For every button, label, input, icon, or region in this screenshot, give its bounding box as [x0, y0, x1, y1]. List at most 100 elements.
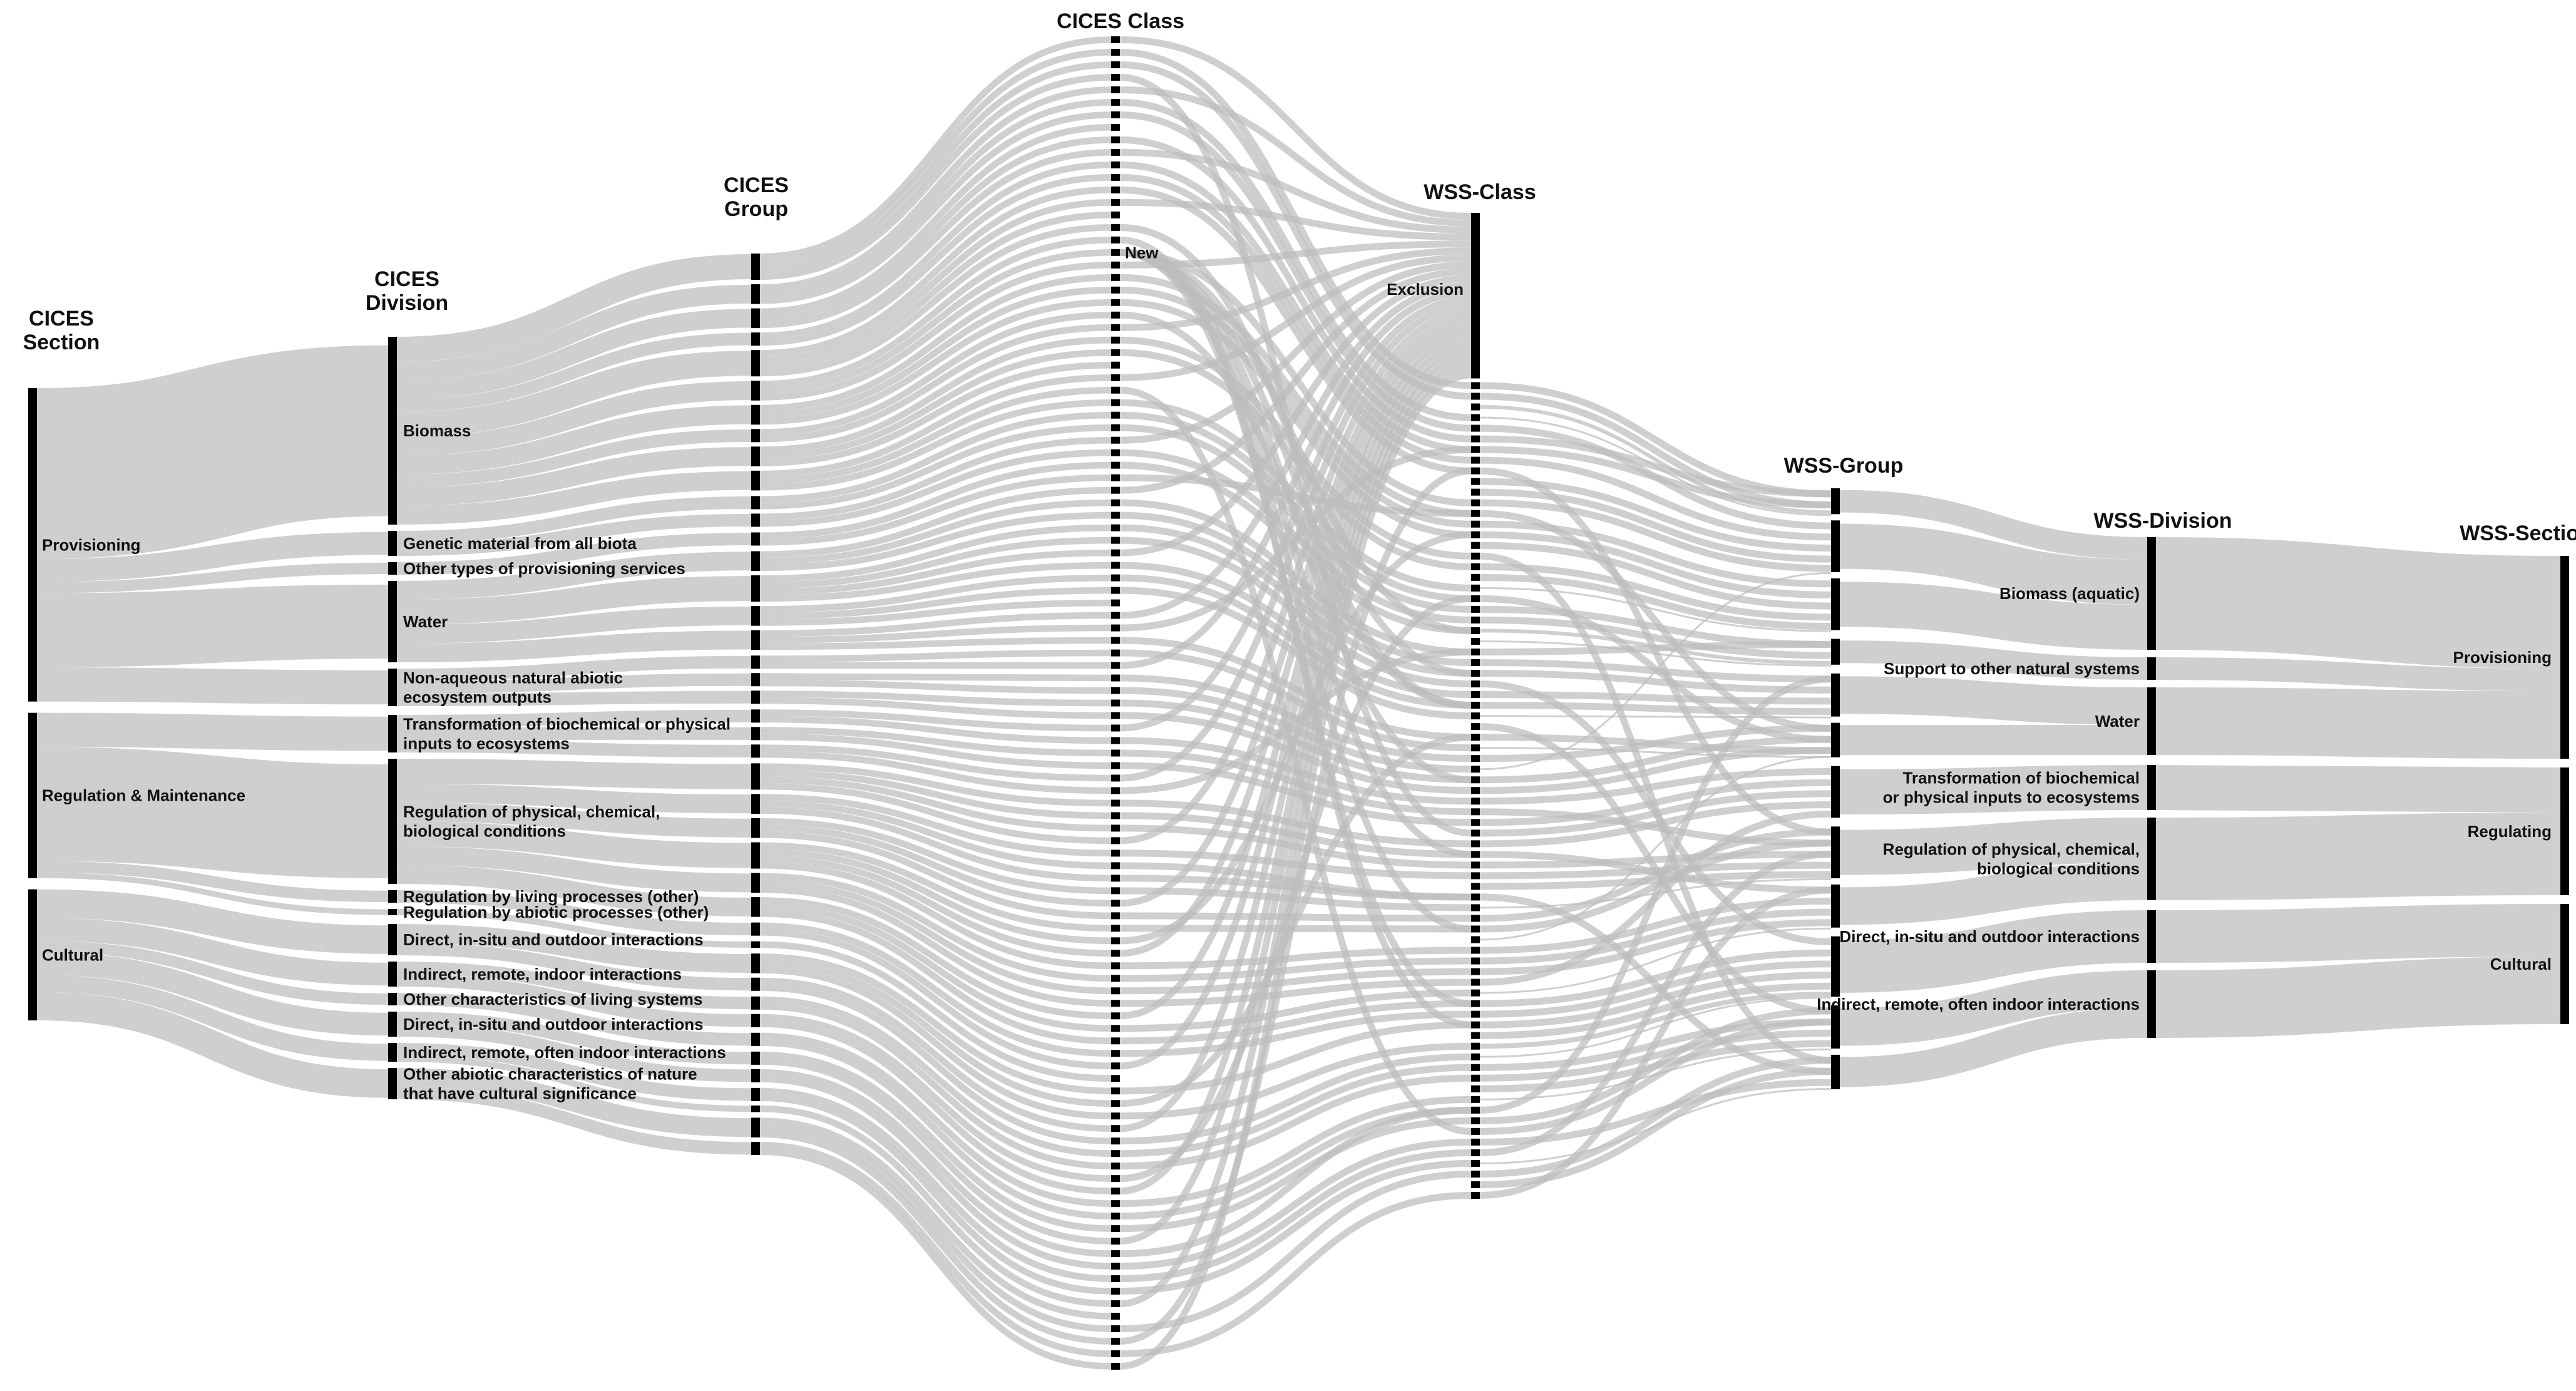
flow-link — [396, 1043, 752, 1101]
flow-link — [759, 649, 1112, 662]
flow-link — [1479, 756, 1832, 941]
node-cices-class — [1111, 1062, 1120, 1070]
flow-link — [759, 824, 1112, 907]
node-wss-class — [1471, 776, 1480, 784]
flow-link — [36, 861, 389, 903]
flow-link — [1119, 1191, 1472, 1358]
node-cices-group — [751, 381, 760, 401]
flow-link — [396, 821, 752, 868]
label-cices-section-cultural-line: Cultural — [42, 945, 103, 964]
node-cices-class — [1111, 336, 1120, 344]
column-title-wss-group: WSS-Group — [1784, 454, 1904, 478]
flow-link — [759, 807, 1112, 882]
flow-link — [1479, 850, 1832, 869]
label-wss-division-direct-in-situ-and-outdoor-interactions: Direct, in-situ and outdoor interactions — [1839, 927, 2140, 946]
flow-link — [1479, 488, 1832, 563]
node-cices-group — [751, 284, 760, 304]
node-cices-group — [751, 496, 760, 510]
label-cices-division-indirect-remote-indoor-interactions: Indirect, remote, indoor interactions — [403, 965, 682, 983]
label-cices-division-water-line: Water — [403, 612, 448, 631]
flow-link — [759, 536, 1112, 589]
node-wss-class — [1471, 563, 1480, 570]
node-cices-division-other-characteristics-of-living-systems — [388, 993, 397, 1005]
node-wss-class — [1471, 584, 1480, 592]
node-cices-class — [1111, 950, 1120, 957]
node-cices-class — [1111, 399, 1120, 406]
flow-link — [1119, 812, 1472, 858]
flow-link — [36, 992, 389, 1098]
label-cices-division-biomass: Biomass — [403, 421, 471, 440]
flow-link — [1479, 768, 1832, 805]
flow-link — [1839, 970, 2148, 1046]
label-wss-division-support-to-other-natural-systems-line: Support to other natural systems — [1884, 659, 2140, 678]
label-cices-division-other-abiotic-characteristics-of-nature-that-have-cultural-significance-line: that have cultural significance — [403, 1084, 637, 1103]
flow-link — [1119, 849, 1472, 880]
flow-link — [36, 889, 389, 954]
flow-link — [1119, 637, 1472, 741]
node-cices-class — [1111, 837, 1120, 844]
flow-link — [1119, 1053, 1472, 1145]
flow-link — [1479, 992, 1832, 1049]
flow-link — [396, 381, 752, 456]
node-cices-class — [1111, 862, 1120, 870]
label-wss-division-direct-in-situ-and-outdoor-interactions-line: Direct, in-situ and outdoor interactions — [1839, 927, 2140, 946]
flow-link — [1119, 98, 1472, 421]
node-cices-group — [751, 977, 760, 991]
node-cices-class — [1111, 1137, 1120, 1145]
flow-link — [1119, 712, 1472, 794]
flow-link — [1119, 749, 1472, 816]
flow-link — [1479, 499, 1832, 572]
label-wss-class-exclusion-line: Exclusion — [1387, 280, 1464, 299]
flow-link — [1479, 670, 1832, 694]
node-cices-group — [751, 897, 760, 917]
node-cices-class — [1111, 1200, 1120, 1208]
flow-link — [36, 975, 389, 1061]
flow-link — [759, 1058, 1112, 1245]
node-cices-class — [1111, 824, 1120, 832]
flow-link — [759, 486, 1112, 558]
label-cices-section-provisioning: Provisioning — [42, 535, 140, 554]
node-wss-section-cultural — [2560, 904, 2569, 1024]
node-cices-group — [751, 551, 760, 572]
flow-link — [1119, 61, 1472, 400]
node-cices-class — [1111, 875, 1120, 882]
node-wss-class — [1471, 1085, 1480, 1092]
node-cices-class — [1111, 223, 1120, 231]
node-cices-class — [1111, 637, 1120, 644]
flow-link — [1839, 582, 2148, 650]
node-cices-class — [1111, 1225, 1120, 1233]
node-cices-class — [1111, 925, 1120, 932]
node-cices-group — [751, 470, 760, 491]
node-cices-class — [1111, 161, 1120, 168]
flow-link — [396, 309, 752, 399]
flow-link — [759, 1094, 1112, 1295]
flow-link — [1479, 478, 1832, 552]
node-cices-group — [751, 1105, 760, 1112]
flow-link — [759, 1032, 1112, 1207]
node-wss-division-support-to-other-natural-systems — [2147, 657, 2156, 680]
flow-link — [396, 351, 752, 437]
flow-link — [396, 1012, 752, 1065]
flow-link — [759, 361, 1112, 466]
flow-link — [1119, 1170, 1472, 1333]
node-cices-division-indirect-remote-often-indoor-interactions — [388, 1043, 397, 1062]
flow-link — [759, 36, 1112, 260]
label-wss-division-regulation-of-physical-chemical-biological-conditions-line: Regulation of physical, chemical, — [1883, 840, 2140, 859]
node-cices-class — [1111, 299, 1120, 306]
flow-link — [1479, 790, 1832, 837]
flow-link — [1479, 1057, 1832, 1178]
label-cices-division-water: Water — [403, 612, 448, 631]
flow-link — [759, 984, 1112, 1144]
node-wss-division-biomass-aquatic — [2147, 537, 2156, 650]
node-wss-class — [1471, 510, 1480, 517]
node-cices-class — [1111, 1363, 1120, 1370]
node-cices-class — [1111, 286, 1120, 294]
node-cices-group — [751, 1014, 760, 1027]
node-cices-class — [1111, 1175, 1120, 1183]
column-title-line: CICES Class — [1057, 9, 1184, 33]
node-wss-section-regulating — [2560, 767, 2569, 895]
flow-link — [759, 697, 1112, 719]
flow-link — [396, 709, 752, 727]
label-cices-division-indirect-remote-often-indoor-interactions: Indirect, remote, often indoor interacti… — [403, 1043, 726, 1062]
